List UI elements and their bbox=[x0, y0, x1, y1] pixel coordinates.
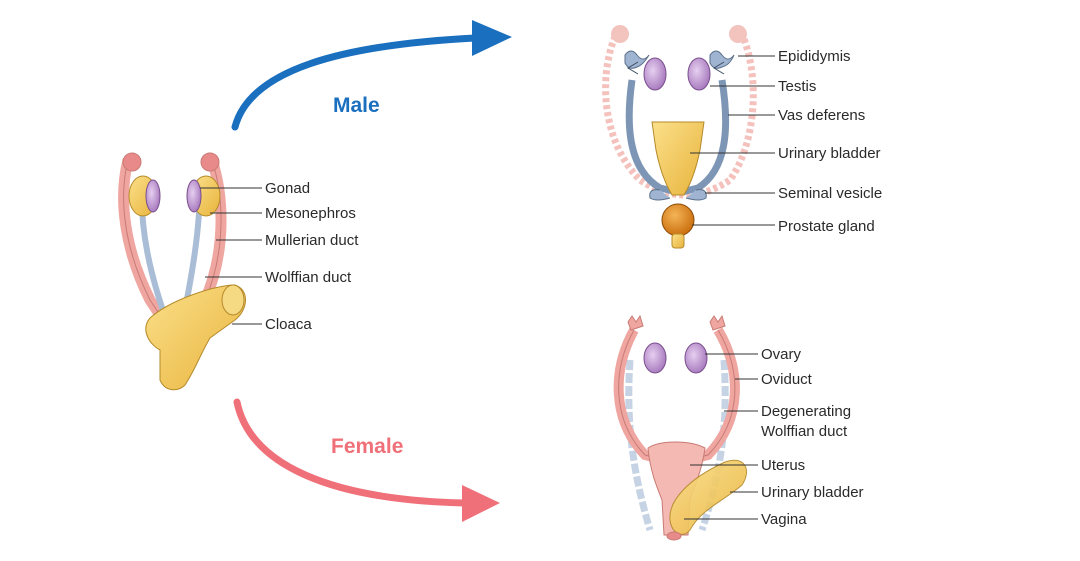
male-arrow bbox=[231, 20, 512, 131]
label-cloaca: Cloaca bbox=[265, 316, 312, 333]
label-mesonephros: Mesonephros bbox=[265, 205, 356, 222]
label-prostate-gland: Prostate gland bbox=[778, 218, 875, 235]
label-male-urinary-bladder: Urinary bladder bbox=[778, 145, 881, 162]
label-seminal-vesicle: Seminal vesicle bbox=[778, 185, 882, 202]
female-leader-lines bbox=[684, 353, 758, 520]
male-arrow-label: Male bbox=[333, 94, 380, 117]
female-arrow-label: Female bbox=[331, 435, 403, 458]
label-uterus: Uterus bbox=[761, 457, 805, 474]
label-wolffian-duct: Wolffian duct bbox=[265, 269, 352, 286]
label-degenerating-wolffian-duct: Wolffian duct bbox=[761, 423, 848, 440]
female-arrow bbox=[233, 398, 500, 522]
female-tract-illustration bbox=[613, 314, 747, 541]
label-gonad: Gonad bbox=[265, 180, 310, 197]
label-mullerian-duct: Mullerian duct bbox=[265, 232, 359, 249]
label-vagina: Vagina bbox=[761, 511, 807, 528]
label-oviduct: Oviduct bbox=[761, 371, 813, 388]
label-testis: Testis bbox=[778, 78, 816, 95]
label-degenerating: Degenerating bbox=[761, 403, 851, 420]
male-leader-lines bbox=[690, 55, 775, 226]
label-ovary: Ovary bbox=[761, 346, 802, 363]
label-female-urinary-bladder: Urinary bladder bbox=[761, 484, 864, 501]
indifferent-stage-illustration bbox=[118, 152, 246, 391]
label-vas-deferens: Vas deferens bbox=[778, 107, 865, 124]
male-tract-illustration bbox=[602, 25, 757, 249]
label-epididymis: Epididymis bbox=[778, 48, 851, 65]
indifferent-leader-lines bbox=[200, 187, 262, 325]
